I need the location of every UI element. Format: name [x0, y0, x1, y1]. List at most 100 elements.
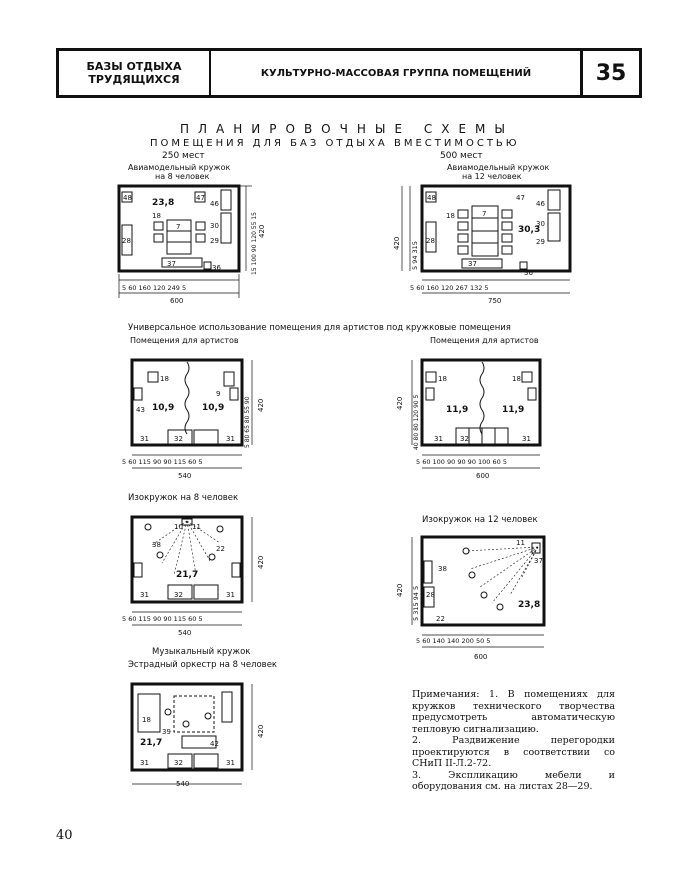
- notes-block: Примечания: 1. В помещениях для кружков …: [412, 689, 615, 793]
- dims-height: 420: [393, 237, 401, 250]
- page-subtitle: ПОМЕЩЕНИЯ ДЛЯ БАЗ ОТДЫХА ВМЕСТИМОСТЬЮ: [150, 138, 520, 149]
- plan-artists-right: 18 18 31 32 31 11,9 11,9 5 60 100 90 90 …: [396, 358, 542, 480]
- label-31-right: 31: [226, 435, 235, 443]
- dims-total: 600: [476, 472, 489, 480]
- dims-total: 540: [176, 780, 189, 788]
- caption-aero12: Авиамодельный кружок: [447, 163, 550, 172]
- label-18: 18: [152, 212, 161, 220]
- dims-height: 420: [257, 725, 265, 738]
- caption-aero8: Авиамодельный кружок: [128, 163, 231, 172]
- label-31-left: 31: [140, 435, 149, 443]
- plan-iso12: 11 37 38 28 22 23,8 5 60 140 140 200 50 …: [396, 535, 546, 661]
- label-18: 18: [142, 716, 151, 724]
- label-11: 11: [192, 523, 201, 531]
- label-31-left: 31: [434, 435, 443, 443]
- label-10: 10: [174, 523, 183, 531]
- label-32: 32: [460, 435, 469, 443]
- label-7: 7: [482, 210, 486, 218]
- page-number: 40: [56, 828, 73, 843]
- label-38: 38: [152, 541, 161, 549]
- area-left: 10,9: [152, 403, 174, 413]
- area-right: 11,9: [502, 405, 524, 415]
- label-36: 36: [524, 269, 533, 277]
- dims-total: 600: [170, 297, 183, 305]
- area-label: 30,3: [518, 225, 540, 235]
- label-18-right: 18: [512, 375, 521, 383]
- caption-music: Музыкальный кружок: [152, 647, 251, 657]
- dims-total: 540: [178, 472, 191, 480]
- header-line-2: ТРУДЯЩИХСЯ: [88, 73, 180, 86]
- caption-iso12: Изокружок на 12 человек: [422, 515, 538, 525]
- dims-total: 750: [488, 297, 501, 305]
- area-label: 21,7: [140, 738, 162, 748]
- plan-aero12: 48 47 46 18 7 30 28 29 37 36 30,3 5 60 1…: [393, 184, 572, 305]
- caption-iso8: Изокружок на 8 человек: [128, 493, 239, 503]
- area-label: 21,7: [176, 570, 198, 580]
- dims-height: 420: [258, 225, 266, 238]
- header-line-1: БАЗЫ ОТДЫХА: [86, 60, 182, 73]
- label-28: 28: [426, 591, 435, 599]
- dims-right: 5 80 65 80 55 90: [244, 396, 251, 448]
- area-right: 10,9: [202, 403, 224, 413]
- label-28: 28: [426, 237, 435, 245]
- label-48: 48: [427, 194, 436, 202]
- dims-right: 15 100 90 120 55 15: [251, 212, 258, 275]
- label-31-right: 31: [226, 591, 235, 599]
- caption-aero12-count: на 12 человек: [462, 172, 522, 181]
- note-1: Примечания: 1. В помещениях для кружков …: [412, 689, 615, 735]
- dims-bottom: 5 60 100 90 90 90 100 60 5: [416, 458, 507, 466]
- label-32: 32: [174, 591, 183, 599]
- dims-total: 600: [474, 653, 487, 661]
- label-29: 29: [210, 237, 219, 245]
- label-47: 47: [516, 194, 525, 202]
- caption-artists-right: Помещения для артистов: [430, 336, 539, 345]
- label-18: 18: [160, 375, 169, 383]
- label-22: 22: [216, 545, 225, 553]
- label-18-left: 18: [438, 375, 447, 383]
- label-11: 11: [516, 539, 525, 547]
- page-title: ПЛАНИРОВОЧНЫЕ СХЕМЫ: [180, 122, 514, 136]
- label-37: 37: [167, 260, 176, 268]
- area-label: 23,8: [152, 198, 174, 208]
- label-47: 47: [196, 194, 205, 202]
- label-42: 42: [210, 740, 219, 748]
- label-32: 32: [174, 759, 183, 767]
- label-48: 48: [123, 194, 132, 202]
- plan-artists-left: 18 9 43 31 32 31 10,9 10,9 5 60 115 90 9…: [122, 358, 265, 480]
- label-46: 46: [210, 200, 219, 208]
- dims-total: 540: [178, 629, 191, 637]
- capacity-250: 250 мест: [162, 151, 205, 161]
- label-18: 18: [446, 212, 455, 220]
- dims-height: 420: [396, 397, 404, 410]
- label-36: 36: [212, 264, 221, 272]
- dims-height: 420: [396, 584, 404, 597]
- label-46: 46: [536, 200, 545, 208]
- header-center-title: КУЛЬТУРНО-МАССОВАЯ ГРУППА ПОМЕЩЕНИЙ: [260, 67, 532, 79]
- caption-estrada: Эстрадный оркестр на 8 человек: [128, 660, 278, 670]
- label-39: 39: [162, 728, 171, 736]
- note-3: 3. Экспликацию мебели и оборудования см.…: [412, 769, 615, 793]
- plan-aero8: 48 47 46 18 7 30 28 29 37 36 23,8 5 60 1…: [117, 184, 266, 305]
- dims-bottom: 5 60 115 90 90 115 60 5: [122, 615, 203, 623]
- dims-height: 420: [257, 556, 265, 569]
- label-31-right: 31: [522, 435, 531, 443]
- label-9: 9: [216, 390, 220, 398]
- caption-universal: Универсальное использование помещения дл…: [128, 323, 511, 333]
- label-37: 37: [534, 557, 543, 565]
- label-31-right: 31: [226, 759, 235, 767]
- label-30: 30: [536, 220, 545, 228]
- label-43: 43: [136, 406, 145, 414]
- label-22: 22: [436, 615, 445, 623]
- dims-left: 5 315 94 5: [412, 586, 420, 621]
- dims-bottom: 5 60 160 120 249 5: [122, 284, 186, 292]
- dims-height: 420: [257, 399, 265, 412]
- label-30: 30: [210, 222, 219, 230]
- label-37: 37: [468, 260, 477, 268]
- plan-iso8: 10 11 38 22 31 32 31 21,7 5 60 115 90 90…: [122, 515, 265, 637]
- label-31-left: 31: [140, 591, 149, 599]
- area-label: 23,8: [518, 600, 540, 610]
- dims-bottom: 5 60 115 90 90 115 60 5: [122, 458, 203, 466]
- label-28: 28: [122, 237, 131, 245]
- dims-bottom: 5 60 160 120 267 132 5: [410, 284, 489, 292]
